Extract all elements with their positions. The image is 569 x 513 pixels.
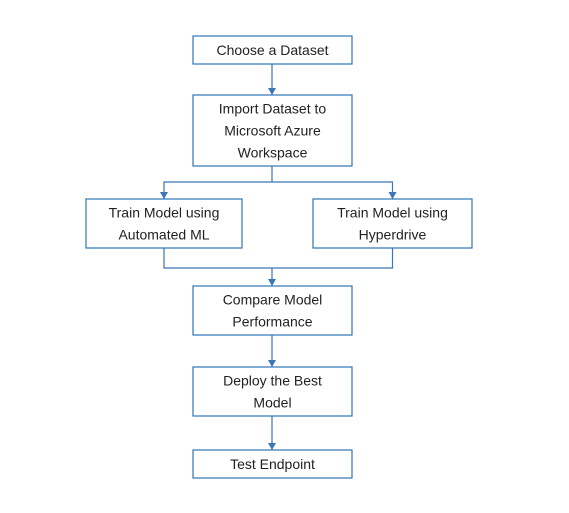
node-label-line: Hyperdrive	[359, 227, 427, 243]
node-label-line: Compare Model	[223, 292, 323, 308]
node-box	[312, 198, 473, 249]
arrowhead-test	[268, 443, 276, 450]
node-import-dataset: Import Dataset to Microsoft AzureWorkspac…	[192, 94, 353, 167]
connector-import-to-automl	[163, 166, 273, 199]
node-label-line: Choose a Dataset	[216, 42, 328, 58]
arrowhead-hyperdrive	[388, 192, 397, 199]
node-label-line: Train Model using	[109, 205, 220, 221]
node-box	[192, 285, 353, 336]
node-label-line: Microsoft Azure	[224, 123, 321, 139]
node-box	[192, 366, 353, 417]
arrowhead-deploy	[268, 360, 276, 367]
node-label-line: Performance	[232, 314, 312, 330]
connector-import-to-hyperdrive	[272, 181, 394, 199]
node-label-line: Train Model using	[337, 205, 448, 221]
arrowhead-automl	[160, 192, 168, 199]
node-choose-dataset: Choose a Dataset	[192, 35, 353, 65]
node-label-line: Import Dataset to	[219, 101, 327, 117]
connector-layer	[160, 64, 397, 450]
node-label-line: Test Endpoint	[230, 456, 315, 472]
node-label-line: Deploy the Best	[223, 373, 322, 389]
node-box	[85, 198, 243, 249]
node-test-endpoint: Test Endpoint	[192, 449, 353, 479]
arrowhead-import	[268, 88, 276, 95]
node-label-line: Workspace	[238, 145, 308, 161]
node-label-line: Model	[253, 395, 291, 411]
node-box	[192, 35, 353, 65]
node-label-line: Automated ML	[118, 227, 209, 243]
node-box	[192, 94, 353, 167]
arrowhead-compare	[268, 279, 276, 286]
node-box	[192, 449, 353, 479]
connector-trains-merge	[163, 248, 394, 269]
